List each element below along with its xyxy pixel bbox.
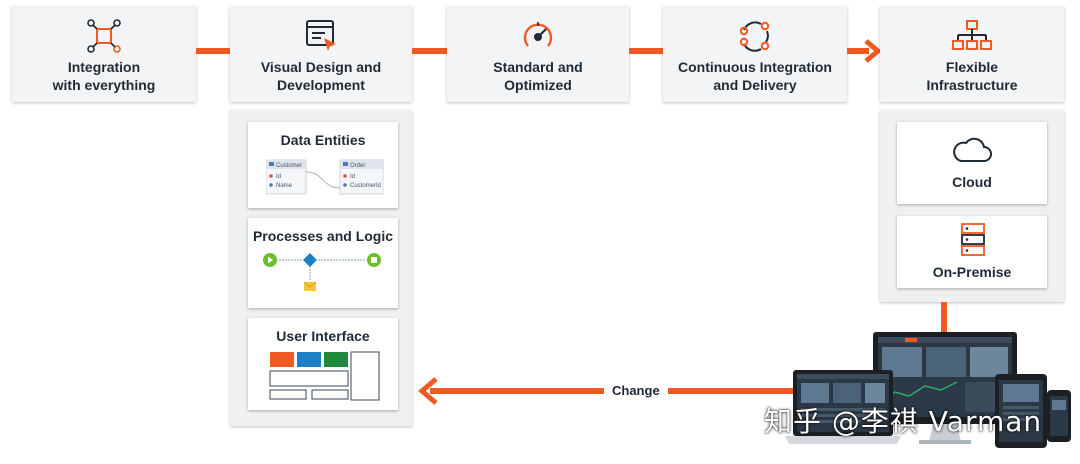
integration-icon bbox=[87, 19, 121, 53]
arrow-left-icon bbox=[418, 377, 438, 405]
gauge-icon bbox=[523, 22, 553, 47]
step-card-ci-cd: Continuous Integration and Delivery bbox=[663, 6, 847, 102]
flow-connector bbox=[196, 48, 230, 54]
step-label: Continuous Integration and Delivery bbox=[678, 59, 832, 93]
cloud-icon bbox=[953, 137, 992, 162]
entity-order-field: CustomerId bbox=[350, 183, 381, 189]
step-label: Flexible Infrastructure bbox=[926, 59, 1018, 93]
cloud-card: Cloud bbox=[897, 122, 1047, 204]
change-label: Change bbox=[604, 383, 668, 398]
server-icon bbox=[961, 223, 985, 256]
on-premise-card: On-Premise bbox=[897, 216, 1047, 288]
on-premise-title: On-Premise bbox=[932, 264, 1012, 280]
entity-order-field: Id bbox=[350, 174, 355, 180]
infrastructure-panel: Cloud On-Premise bbox=[880, 110, 1064, 302]
step-label: Standard and Optimized bbox=[493, 59, 583, 93]
cloud-title: Cloud bbox=[952, 174, 992, 190]
hierarchy-icon bbox=[952, 20, 992, 50]
step-card-integration: Integration with everything bbox=[12, 6, 196, 102]
entity-order-name: Order bbox=[350, 163, 365, 169]
step-card-visual-design: Visual Design and Development bbox=[230, 6, 412, 102]
cycle-icon bbox=[739, 21, 770, 52]
step-card-infrastructure: Flexible Infrastructure bbox=[880, 6, 1064, 102]
entity-diagram: Customer Id Name Order Id CustomerId bbox=[266, 159, 384, 195]
flow-connector bbox=[412, 48, 447, 54]
user-interface-title: User Interface bbox=[276, 328, 370, 344]
entity-customer-name: Customer bbox=[276, 163, 302, 169]
watermark-text: 知乎 @李祺 Varman bbox=[764, 405, 1043, 438]
ui-wireframe bbox=[269, 351, 380, 401]
entity-customer-field: Id bbox=[276, 174, 281, 180]
flow-connector bbox=[847, 48, 869, 54]
processes-card: Processes and Logic bbox=[248, 218, 398, 308]
processes-title: Processes and Logic bbox=[252, 228, 394, 244]
design-panel: Data Entities Customer Id Name Order Id … bbox=[230, 110, 412, 426]
step-label: Visual Design and Development bbox=[260, 59, 382, 93]
step-card-standard: Standard and Optimized bbox=[447, 6, 629, 102]
arrow-right-icon bbox=[864, 39, 882, 63]
user-interface-card: User Interface bbox=[248, 318, 398, 410]
step-label: Integration with everything bbox=[52, 59, 156, 93]
infra-device-connector bbox=[941, 302, 947, 336]
flow-connector bbox=[629, 48, 663, 54]
data-entities-card: Data Entities Customer Id Name Order Id … bbox=[248, 122, 398, 208]
entity-customer-field: Name bbox=[276, 183, 293, 189]
devices-illustration bbox=[785, 332, 1071, 448]
data-entities-title: Data Entities bbox=[280, 132, 366, 148]
visual-design-icon bbox=[306, 20, 336, 51]
process-flow-diagram bbox=[263, 253, 381, 291]
